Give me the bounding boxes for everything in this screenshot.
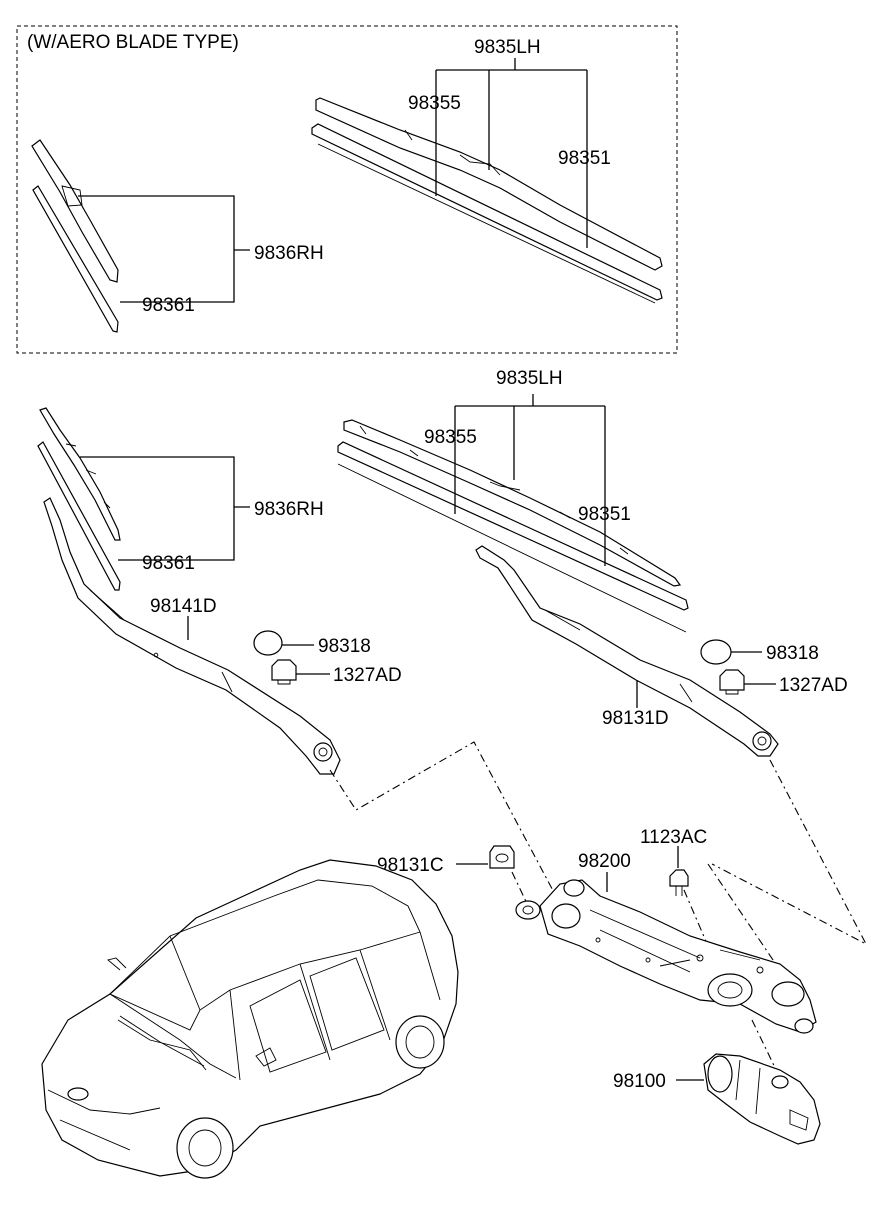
rh-arm-label: 98141D [150, 596, 217, 617]
aero-lh-blade [311, 97, 663, 304]
aero-rh-leaders [78, 195, 250, 303]
left-nut [271, 659, 297, 685]
lh-arm-label: 98131D [602, 708, 669, 729]
aero-lh-leaders [435, 58, 588, 248]
standard-rh-refill-label: 98361 [142, 553, 195, 574]
aero-rh-assembly-label: 9836RH [254, 243, 324, 264]
linkage-label: 98200 [578, 851, 631, 872]
right-cap-label: 98318 [766, 643, 819, 664]
vehicle-illustration [41, 859, 459, 1179]
standard-rh-leaders [80, 456, 250, 561]
aero-lh-part-a-label: 98355 [408, 93, 461, 114]
aero-rh-refill-label: 98361 [142, 295, 195, 316]
standard-lh-blade [337, 419, 689, 633]
standard-rh-assembly-label: 9836RH [254, 499, 324, 520]
pivot-nut-label: 98131C [377, 855, 444, 876]
left-cap-label: 98318 [318, 636, 371, 657]
left-nut-label: 1327AD [333, 665, 402, 686]
wiper-motor [703, 1053, 821, 1145]
aero-rh-blade [31, 139, 119, 333]
wiper-linkage [515, 879, 817, 1034]
rh-wiper-arm [43, 497, 341, 775]
motor-label: 98100 [613, 1071, 666, 1092]
left-cap [253, 630, 283, 656]
right-cap [700, 639, 732, 665]
standard-lh-part-b-label: 98351 [578, 504, 631, 525]
aero-blade-section: (W/AERO BLADE TYPE) 9835LH 98355 98351 9… [16, 25, 678, 354]
bolt-label: 1123AC [640, 827, 707, 848]
linkage-bolt [669, 869, 689, 896]
right-nut [719, 669, 745, 695]
pivot-nut [489, 845, 515, 869]
right-nut-label: 1327AD [779, 675, 848, 696]
standard-lh-part-a-label: 98355 [424, 427, 477, 448]
lh-wiper-arm [475, 545, 779, 757]
aero-blade-box-border [16, 25, 678, 354]
aero-lh-assembly-label: 9835LH [474, 37, 541, 58]
aero-lh-part-b-label: 98351 [558, 148, 611, 169]
standard-lh-assembly-label: 9835LH [496, 368, 563, 389]
aero-blade-title: (W/AERO BLADE TYPE) [27, 32, 239, 53]
standard-lh-leaders [454, 394, 606, 566]
standard-rh-blade [37, 407, 121, 591]
